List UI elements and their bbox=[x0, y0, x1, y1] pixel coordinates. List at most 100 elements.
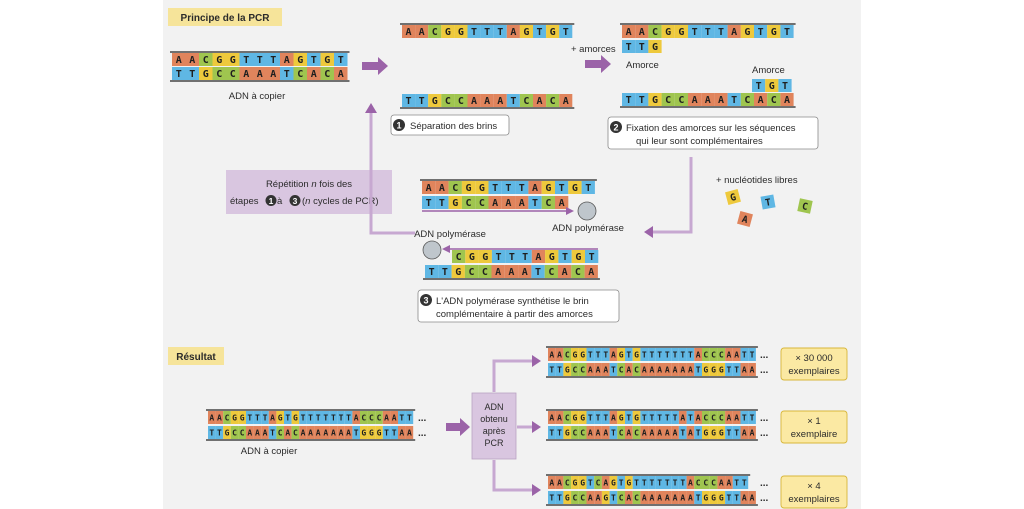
result-header-box bbox=[168, 347, 224, 365]
nucleotide-letter: G bbox=[297, 55, 303, 66]
nucleotide-letter: A bbox=[758, 95, 764, 106]
nucleotide-letter: C bbox=[711, 478, 716, 487]
nucleotide-letter: T bbox=[603, 350, 608, 359]
nucleotide-letter: T bbox=[354, 428, 359, 437]
nucleotide-letter: A bbox=[642, 365, 647, 374]
nucleotide-cell bbox=[617, 426, 625, 439]
nucleotide-letter: C bbox=[703, 350, 708, 359]
nucleotide-cell bbox=[465, 250, 479, 263]
nucleotide-letter: G bbox=[711, 428, 716, 437]
nucleotide-cell bbox=[563, 411, 572, 424]
nucleotide-letter: T bbox=[784, 27, 790, 38]
nucleotide-letter: T bbox=[484, 27, 490, 38]
nucleotide-cell bbox=[571, 411, 579, 424]
nucleotide-cell bbox=[678, 476, 687, 489]
nucleotide-letter: C bbox=[573, 493, 578, 502]
nucleotide-cell bbox=[686, 348, 695, 361]
free-nucleotide-cell bbox=[725, 189, 741, 205]
nucleotide-letter: C bbox=[232, 428, 237, 437]
nucleotide-cell bbox=[678, 491, 687, 504]
nucleotide-letter: T bbox=[639, 95, 645, 106]
nucleotide-letter: C bbox=[575, 267, 581, 278]
nucleotide-letter: G bbox=[565, 493, 570, 502]
nucleotide-cell bbox=[609, 363, 618, 376]
nucleotide-letter: T bbox=[650, 413, 655, 422]
nucleotide-letter: C bbox=[634, 365, 639, 374]
arrowhead-repeat-loop bbox=[365, 103, 377, 113]
nucleotide-cell bbox=[648, 93, 662, 106]
nucleotide-letter: G bbox=[678, 27, 684, 38]
nucleotide-letter: T bbox=[665, 350, 670, 359]
nucleotide-letter: A bbox=[665, 428, 670, 437]
step2-text-line2: qui leur sont complémentaires bbox=[636, 136, 763, 147]
nucleotide-cell bbox=[425, 265, 439, 278]
nucleotide-cell bbox=[185, 53, 199, 66]
nucleotide-cell bbox=[246, 411, 254, 424]
nucleotide-cell bbox=[422, 196, 436, 209]
nucleotide-letter: G bbox=[469, 252, 475, 263]
nucleotide-letter: A bbox=[734, 350, 739, 359]
primer-label-bottom: Amorce bbox=[752, 65, 785, 76]
nucleotide-cell bbox=[548, 348, 556, 361]
nucleotide-cell bbox=[528, 181, 542, 194]
nucleotide-cell bbox=[555, 476, 564, 489]
nucleotide-cell bbox=[435, 181, 449, 194]
nucleotide-letter: T bbox=[559, 183, 565, 194]
nucleotide-cell bbox=[544, 265, 558, 278]
nucleotide-cell bbox=[571, 491, 579, 504]
nucleotide-letter: A bbox=[626, 428, 631, 437]
nucleotide-cell bbox=[422, 181, 436, 194]
nucleotide-letter: T bbox=[406, 96, 412, 107]
nucleotide-letter: G bbox=[369, 428, 374, 437]
nucleotide-letter: T bbox=[626, 42, 632, 53]
nucleotide-cell bbox=[293, 53, 307, 66]
nucleotide-cell bbox=[686, 426, 695, 439]
nucleotide-letter: C bbox=[678, 95, 684, 106]
nucleotide-cell bbox=[448, 181, 462, 194]
nucleotide-letter: G bbox=[432, 96, 438, 107]
nucleotide-cell bbox=[625, 411, 633, 424]
nucleotide-cell bbox=[694, 426, 702, 439]
nucleotide-letter: A bbox=[331, 428, 336, 437]
nucleotide-letter: T bbox=[657, 413, 662, 422]
nucleotide-cell bbox=[448, 196, 462, 209]
nucleotide-letter: T bbox=[626, 413, 631, 422]
nucleotide-letter: C bbox=[550, 96, 556, 107]
nucleotide-letter: C bbox=[432, 27, 438, 38]
nucleotide-letter: A bbox=[323, 428, 328, 437]
nucleotide-cell bbox=[212, 53, 226, 66]
nucleotide-cell bbox=[694, 491, 702, 504]
nucleotide-letter: A bbox=[209, 413, 214, 422]
nucleotide-letter: C bbox=[634, 428, 639, 437]
nucleotide-letter: A bbox=[285, 428, 290, 437]
nucleotide-letter: T bbox=[642, 350, 647, 359]
nucleotide-cell bbox=[640, 476, 649, 489]
nucleotide-letter: A bbox=[311, 69, 317, 80]
nucleotide-letter: A bbox=[657, 493, 662, 502]
nucleotide-letter: C bbox=[225, 413, 230, 422]
nucleotide-letter: C bbox=[619, 428, 624, 437]
nucleotide-cell bbox=[780, 25, 794, 38]
repeat-line2-mid: à bbox=[277, 196, 283, 207]
nucleotide-letter: T bbox=[308, 413, 313, 422]
nucleotide-cell bbox=[276, 426, 284, 439]
nucleotide-cell bbox=[701, 25, 715, 38]
nucleotide-letter: G bbox=[550, 27, 556, 38]
nucleotide-letter: G bbox=[232, 413, 237, 422]
nucleotide-cell bbox=[709, 363, 718, 376]
nucleotide-cell bbox=[702, 363, 710, 376]
nucleotide-cell bbox=[601, 411, 610, 424]
nucleotide-letter: G bbox=[703, 365, 708, 374]
nucleotide-cell bbox=[732, 348, 741, 361]
nucleotide-letter: T bbox=[626, 95, 632, 106]
nucleotide-letter: T bbox=[642, 413, 647, 422]
nucleotide-letter: T bbox=[346, 413, 351, 422]
nucleotide-cell bbox=[740, 93, 754, 106]
nucleotide-cell bbox=[555, 363, 564, 376]
nucleotide-letter: T bbox=[247, 413, 252, 422]
nucleotide-letter: A bbox=[492, 198, 498, 209]
nucleotide-letter: T bbox=[696, 365, 701, 374]
